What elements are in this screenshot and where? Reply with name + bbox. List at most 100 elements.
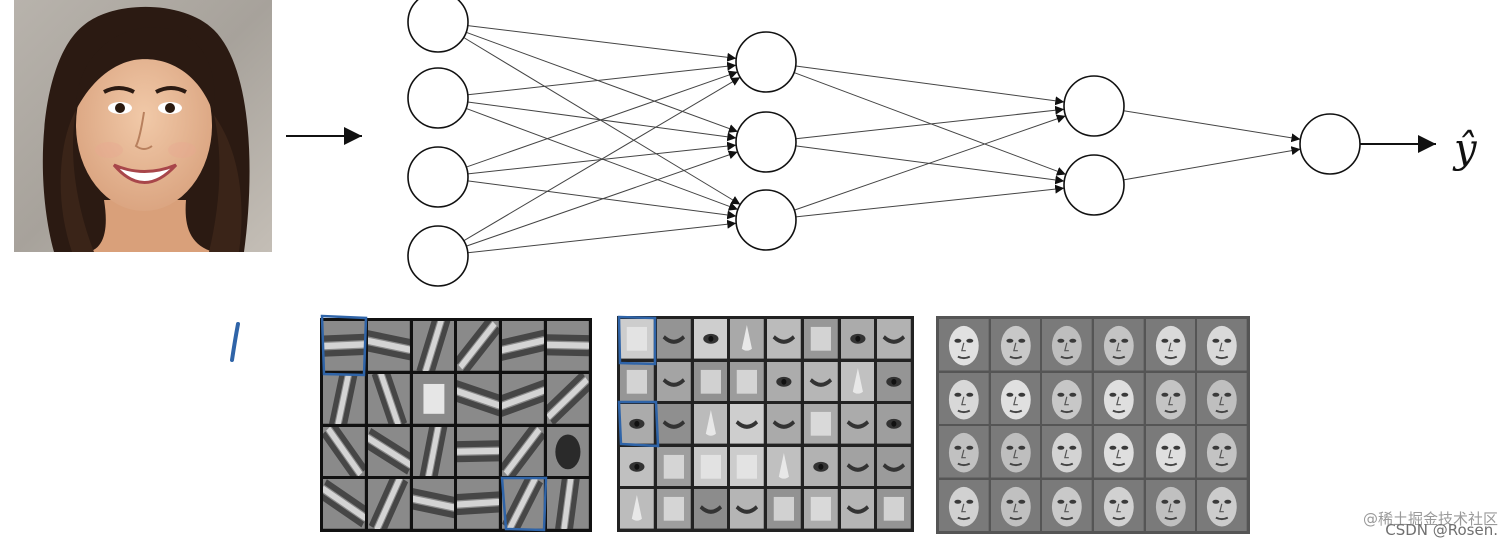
face-parts-feature-cell bbox=[877, 489, 911, 529]
edges-feature-cell bbox=[547, 479, 589, 529]
faces-feature-image bbox=[1042, 426, 1092, 478]
faces-feature-cell bbox=[1094, 426, 1144, 478]
network-connection bbox=[467, 61, 737, 96]
face-parts-feature-cell bbox=[840, 361, 875, 402]
face-parts-feature-cell bbox=[620, 404, 654, 444]
network-node-layer2-3 bbox=[735, 189, 797, 251]
face-parts-feature-image bbox=[620, 319, 654, 359]
edges-feature-image bbox=[323, 321, 365, 371]
edges-feature-image bbox=[457, 479, 500, 529]
faces-feature-image bbox=[1145, 319, 1196, 371]
edges-feature-image bbox=[502, 426, 545, 477]
face-parts-feature-cell bbox=[693, 404, 728, 444]
faces-feature-image bbox=[990, 372, 1041, 424]
edges-feature-image bbox=[412, 373, 455, 424]
faces-feature-image bbox=[1197, 372, 1247, 424]
faces-feature-cell bbox=[939, 479, 989, 531]
face-parts-feature-cell bbox=[877, 319, 911, 359]
faces-feature-image bbox=[939, 372, 989, 424]
output-label-y-hat: ŷ bbox=[1452, 126, 1478, 172]
edges-feature-cell bbox=[323, 321, 365, 371]
face-parts-feature-image bbox=[730, 361, 764, 402]
edge-features-grid bbox=[320, 318, 592, 532]
faces-feature-cell bbox=[1145, 372, 1196, 424]
faces-feature-cell bbox=[1094, 479, 1144, 531]
face-parts-feature-image bbox=[767, 446, 801, 487]
network-node-layer1-4 bbox=[407, 225, 469, 287]
network-connection bbox=[463, 76, 741, 242]
faces-feature-cell bbox=[990, 479, 1041, 531]
face-parts-feature-cell bbox=[730, 489, 764, 529]
face-parts-feature-image bbox=[730, 489, 764, 529]
faces-feature-cell bbox=[1197, 426, 1247, 478]
edges-feature-image bbox=[457, 426, 500, 477]
face-parts-feature-image bbox=[767, 361, 801, 402]
ink-mark-one bbox=[230, 322, 240, 362]
face-parts-feature-image bbox=[767, 404, 801, 444]
face-parts-feature-image bbox=[620, 446, 654, 487]
edges-feature-cell bbox=[457, 321, 500, 371]
faces-feature-image bbox=[1094, 372, 1144, 424]
face-parts-feature-cell bbox=[803, 446, 838, 487]
face-parts-feature-image bbox=[803, 319, 838, 359]
faces-feature-image bbox=[990, 319, 1041, 371]
edges-feature-image bbox=[323, 373, 365, 424]
faces-feature-cell bbox=[1145, 426, 1196, 478]
edges-feature-cell bbox=[502, 479, 545, 529]
face-parts-feature-cell bbox=[693, 489, 728, 529]
face-parts-feature-cell bbox=[840, 446, 875, 487]
edges-feature-image bbox=[457, 321, 500, 371]
face-parts-feature-image bbox=[730, 319, 764, 359]
face-parts-feature-image bbox=[877, 361, 911, 402]
edges-feature-cell bbox=[367, 373, 410, 424]
faces-feature-image bbox=[1145, 479, 1196, 531]
face-parts-feature-image bbox=[803, 446, 838, 487]
face-parts-feature-cell bbox=[840, 319, 875, 359]
network-connection bbox=[466, 70, 738, 168]
network-connection bbox=[466, 31, 738, 133]
edges-feature-cell bbox=[367, 321, 410, 371]
face-parts-feature-cell bbox=[693, 319, 728, 359]
faces-feature-cell bbox=[939, 372, 989, 424]
edges-feature-cell bbox=[457, 373, 500, 424]
face-parts-feature-cell bbox=[656, 319, 691, 359]
faces-feature-cell bbox=[1094, 372, 1144, 424]
faces-feature-image bbox=[1042, 319, 1092, 371]
face-parts-feature-image bbox=[767, 489, 801, 529]
edges-feature-cell bbox=[412, 321, 455, 371]
faces-feature-cell bbox=[990, 319, 1041, 371]
network-node-layer1-3 bbox=[407, 146, 469, 208]
network-connections bbox=[463, 25, 1301, 254]
face-parts-feature-cell bbox=[767, 489, 801, 529]
faces-feature-cell bbox=[990, 372, 1041, 424]
neural-network-diagram: ŷ bbox=[286, 0, 1478, 287]
face-parts-feature-cell bbox=[656, 361, 691, 402]
faces-feature-cell bbox=[939, 426, 989, 478]
face-parts-feature-cell bbox=[803, 489, 838, 529]
faces-feature-cell bbox=[1197, 319, 1247, 371]
edges-feature-image bbox=[412, 426, 455, 477]
face-parts-feature-cell bbox=[620, 319, 654, 359]
network-connection bbox=[466, 150, 738, 247]
face-parts-feature-image bbox=[877, 446, 911, 487]
face-parts-feature-cell bbox=[877, 361, 911, 402]
edges-feature-image bbox=[323, 426, 365, 477]
network-node-layer2-2 bbox=[735, 111, 797, 173]
network-connection bbox=[1123, 110, 1301, 143]
edges-feature-image bbox=[412, 321, 455, 371]
face-parts-feature-image bbox=[803, 404, 838, 444]
face-parts-feature-cell bbox=[656, 446, 691, 487]
face-parts-feature-cell bbox=[840, 489, 875, 529]
face-parts-feature-cell bbox=[730, 446, 764, 487]
face-parts-feature-cell bbox=[877, 446, 911, 487]
faces-feature-image bbox=[1094, 479, 1144, 531]
face-parts-feature-cell bbox=[656, 404, 691, 444]
edges-feature-cell bbox=[547, 426, 589, 477]
face-parts-feature-image bbox=[656, 361, 691, 402]
faces-feature-cell bbox=[1145, 319, 1196, 371]
edges-feature-cell bbox=[367, 479, 410, 529]
face-parts-feature-cell bbox=[767, 446, 801, 487]
faces-feature-image bbox=[1197, 319, 1247, 371]
edges-feature-cell bbox=[412, 373, 455, 424]
faces-feature-image bbox=[939, 479, 989, 531]
